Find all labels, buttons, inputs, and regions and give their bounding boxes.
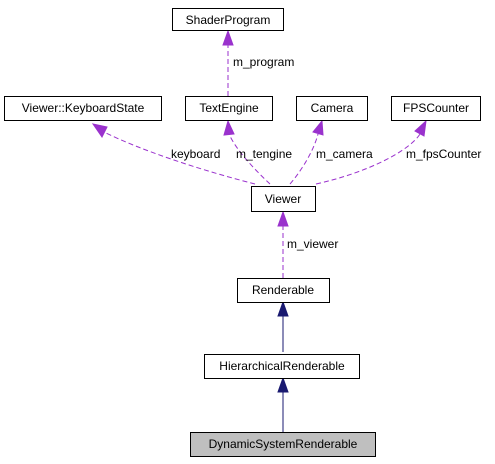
node-text-engine-label: TextEngine [199, 101, 259, 115]
label-m-fps-counter: m_fpsCounter [406, 147, 481, 161]
edge-keyboard [91, 123, 256, 185]
node-camera[interactable]: Camera [296, 96, 368, 121]
node-dynamic-system-renderable-label: DynamicSystemRenderable [209, 437, 358, 451]
edge-m-program [222, 29, 234, 96]
node-hierarchical-renderable-label: HierarchicalRenderable [219, 359, 345, 373]
node-camera-label: Camera [311, 101, 354, 115]
node-keyboard-state-label: Viewer::KeyboardState [22, 101, 145, 115]
label-keyboard: keyboard [171, 147, 220, 161]
node-shader-program-label: ShaderProgram [186, 13, 271, 27]
edge-m-viewer [277, 210, 289, 278]
label-m-camera: m_camera [316, 147, 373, 161]
edge-m-fps-counter [315, 119, 427, 185]
node-viewer[interactable]: Viewer [251, 186, 316, 212]
label-m-tengine: m_tengine [236, 147, 292, 161]
node-viewer-label: Viewer [265, 192, 301, 206]
node-fps-counter[interactable]: FPSCounter [391, 96, 481, 121]
node-shader-program[interactable]: ShaderProgram [172, 8, 284, 31]
label-m-viewer: m_viewer [287, 237, 338, 251]
edge-inherit-renderable [277, 300, 289, 352]
node-hierarchical-renderable[interactable]: HierarchicalRenderable [204, 354, 360, 379]
node-fps-counter-label: FPSCounter [403, 101, 469, 115]
node-renderable-label: Renderable [252, 283, 314, 297]
node-renderable[interactable]: Renderable [237, 278, 330, 303]
edge-m-tengine [223, 119, 271, 185]
node-dynamic-system-renderable[interactable]: DynamicSystemRenderable [190, 432, 376, 457]
edge-inherit-hierarchical [277, 376, 289, 432]
label-m-program: m_program [233, 55, 294, 69]
node-keyboard-state[interactable]: Viewer::KeyboardState [4, 96, 162, 121]
node-text-engine[interactable]: TextEngine [185, 96, 273, 121]
edge-m-camera [289, 119, 324, 185]
